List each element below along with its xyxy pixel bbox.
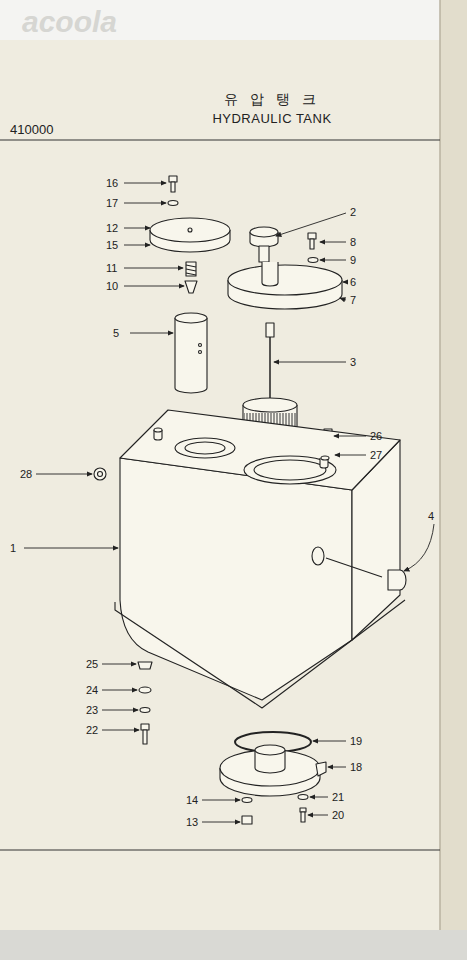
- callout-number: 16: [106, 178, 118, 189]
- callout-number: 20: [332, 810, 344, 821]
- callout-number: 22: [86, 725, 98, 736]
- callout-number: 9: [350, 255, 356, 266]
- callout-number: 15: [106, 240, 118, 251]
- callout-number: 18: [350, 762, 362, 773]
- callout-number: 23: [86, 705, 98, 716]
- callout-number: 6: [350, 277, 356, 288]
- callout-number: 14: [186, 795, 198, 806]
- callout-number: 1: [10, 543, 16, 554]
- callout-number: 10: [106, 281, 118, 292]
- callout-number: 8: [350, 237, 356, 248]
- callout-number: 7: [350, 295, 356, 306]
- callout-number: 2: [350, 207, 356, 218]
- callout-number: 17: [106, 198, 118, 209]
- title-korean: 유 압 탱 크: [224, 92, 320, 106]
- callout-number: 21: [332, 792, 344, 803]
- callout-number: 28: [20, 469, 32, 480]
- section-code: 410000: [10, 123, 53, 136]
- callout-number: 19: [350, 736, 362, 747]
- callout-number: 4: [428, 511, 434, 522]
- title-english: HYDRAULIC TANK: [212, 112, 331, 125]
- callout-number: 25: [86, 659, 98, 670]
- callout-number: 3: [350, 357, 356, 368]
- callout-number: 26: [370, 431, 382, 442]
- callout-number: 24: [86, 685, 98, 696]
- callout-number: 11: [106, 263, 117, 274]
- callout-number: 12: [106, 223, 118, 234]
- callout-number: 5: [113, 328, 119, 339]
- callout-number: 27: [370, 450, 382, 461]
- callout-number: 13: [186, 817, 198, 828]
- watermark: acoola: [22, 7, 117, 37]
